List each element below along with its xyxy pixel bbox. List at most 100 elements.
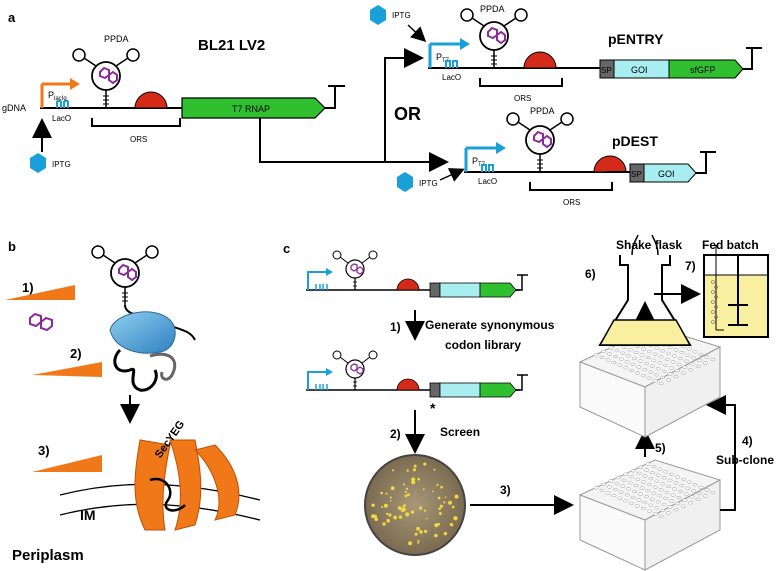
colony bbox=[408, 541, 413, 546]
colony bbox=[406, 469, 409, 472]
well bbox=[641, 347, 646, 351]
step-2-text: Screen bbox=[440, 425, 480, 439]
well bbox=[704, 355, 710, 359]
well bbox=[648, 477, 654, 481]
well bbox=[643, 362, 649, 366]
laco-label: LacO bbox=[52, 114, 71, 123]
colony bbox=[388, 513, 392, 517]
well bbox=[688, 368, 694, 372]
agar-plate bbox=[364, 454, 466, 556]
well bbox=[655, 500, 661, 504]
well bbox=[680, 504, 686, 508]
colony bbox=[393, 515, 397, 520]
colony bbox=[385, 492, 388, 495]
step-4-text: Sub-clone bbox=[716, 453, 774, 467]
panel-label-c: c bbox=[283, 241, 290, 256]
well bbox=[629, 501, 635, 505]
well bbox=[674, 369, 680, 373]
colony bbox=[417, 477, 421, 481]
well bbox=[680, 371, 686, 375]
well bbox=[639, 353, 645, 357]
colony bbox=[443, 501, 446, 504]
im-label: IM bbox=[80, 507, 96, 523]
well bbox=[618, 357, 624, 361]
colony bbox=[371, 503, 375, 507]
well bbox=[691, 489, 697, 493]
well bbox=[654, 373, 660, 377]
well bbox=[632, 489, 638, 493]
well bbox=[648, 370, 654, 374]
well bbox=[657, 361, 663, 365]
bubble bbox=[714, 305, 718, 309]
panel-c-workflow: 1) Generate synonymous codon library * 2… bbox=[306, 234, 774, 571]
colony bbox=[433, 468, 436, 471]
colony bbox=[425, 517, 428, 520]
well bbox=[676, 496, 682, 500]
colony bbox=[419, 530, 423, 534]
step-2-c: 2) bbox=[390, 427, 401, 441]
well bbox=[620, 484, 626, 488]
well bbox=[629, 475, 635, 479]
well bbox=[593, 486, 599, 490]
well bbox=[645, 462, 651, 466]
colony bbox=[424, 529, 428, 534]
colony bbox=[411, 477, 416, 482]
ppda-riboswitch-entry bbox=[460, 8, 528, 69]
well bbox=[697, 358, 703, 362]
periplasm-label: Periplasm bbox=[12, 547, 84, 564]
well bbox=[658, 355, 664, 359]
well bbox=[663, 496, 669, 500]
colony bbox=[389, 496, 392, 499]
well bbox=[642, 474, 648, 478]
colony bbox=[390, 486, 395, 491]
colony bbox=[417, 541, 420, 544]
colony bbox=[414, 532, 418, 536]
well bbox=[645, 489, 651, 493]
well bbox=[697, 491, 703, 495]
colony bbox=[449, 501, 452, 504]
well bbox=[607, 352, 612, 356]
sp-label-dest: SP bbox=[631, 170, 642, 179]
t7-promoter-dest bbox=[464, 142, 506, 172]
colony bbox=[419, 506, 423, 510]
step-4-c: 4) bbox=[742, 434, 753, 448]
laco-operator bbox=[56, 100, 69, 108]
well bbox=[611, 361, 617, 365]
panel-label-a: a bbox=[8, 10, 16, 25]
bubble bbox=[711, 320, 715, 324]
gdna-label: gDNA bbox=[2, 103, 26, 113]
well bbox=[698, 352, 704, 356]
well bbox=[686, 347, 692, 351]
well bbox=[605, 358, 611, 362]
sfgfp-label: sfGFP bbox=[690, 65, 716, 75]
well bbox=[644, 468, 649, 472]
well bbox=[624, 493, 630, 497]
fed-batch-reactor bbox=[703, 245, 769, 338]
terminator bbox=[325, 85, 345, 109]
well bbox=[599, 488, 605, 492]
well bbox=[630, 362, 636, 366]
well bbox=[703, 494, 708, 498]
well bbox=[661, 502, 667, 506]
well bbox=[626, 354, 632, 358]
well bbox=[652, 352, 658, 356]
well bbox=[630, 469, 636, 473]
well bbox=[661, 369, 667, 373]
well bbox=[682, 498, 688, 502]
colony bbox=[437, 522, 440, 526]
deep-well-plate-lower bbox=[578, 459, 722, 571]
shake-flask-label: Shake flask bbox=[616, 238, 682, 252]
rbs-shape bbox=[134, 91, 168, 109]
well bbox=[621, 345, 627, 349]
colony bbox=[386, 512, 389, 516]
well bbox=[601, 349, 607, 353]
sfgfp-block bbox=[668, 59, 744, 79]
colony bbox=[451, 505, 455, 509]
well bbox=[692, 350, 698, 354]
well bbox=[704, 488, 710, 492]
well bbox=[658, 488, 664, 492]
well bbox=[618, 490, 624, 494]
well bbox=[654, 506, 660, 510]
iptg-label: IPTG bbox=[52, 160, 71, 169]
step-2-b: 2) bbox=[70, 346, 82, 361]
